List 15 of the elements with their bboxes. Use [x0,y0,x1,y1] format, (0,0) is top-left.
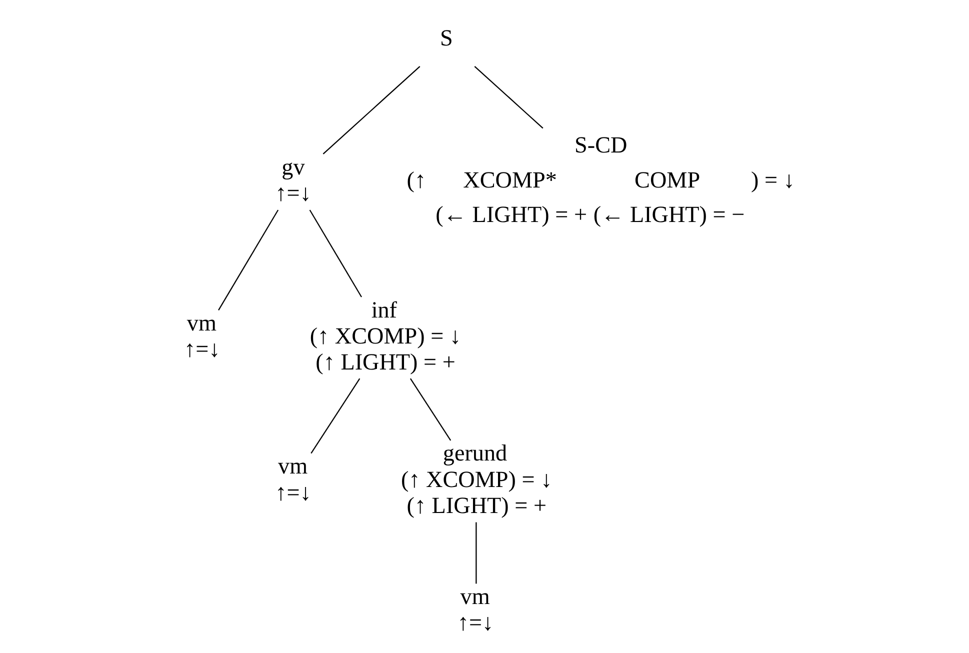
node-text: S-CD (↑ XCOMP* COMP ) = ↓ (← LIGHT) = + (← LIGHT) = − [406,132,795,228]
node-text: gerund (↑ XCOMP) = ↓ (↑ LIGHT) = + [400,440,552,519]
node-text: S [440,26,453,52]
connector [322,66,420,154]
connector [476,522,477,584]
node-text: vm ↑=↓ [457,584,494,636]
connector [218,210,279,311]
connector [474,66,544,129]
node-text: inf (↑ XCOMP) = ↓ (↑ LIGHT) = + [310,298,462,376]
connector [310,378,360,454]
connector [309,210,362,298]
node-text: gv ↑=↓ [275,154,312,206]
node-text: vm ↑=↓ [184,310,220,363]
connector [410,378,452,441]
node-text: vm ↑=↓ [275,454,312,506]
